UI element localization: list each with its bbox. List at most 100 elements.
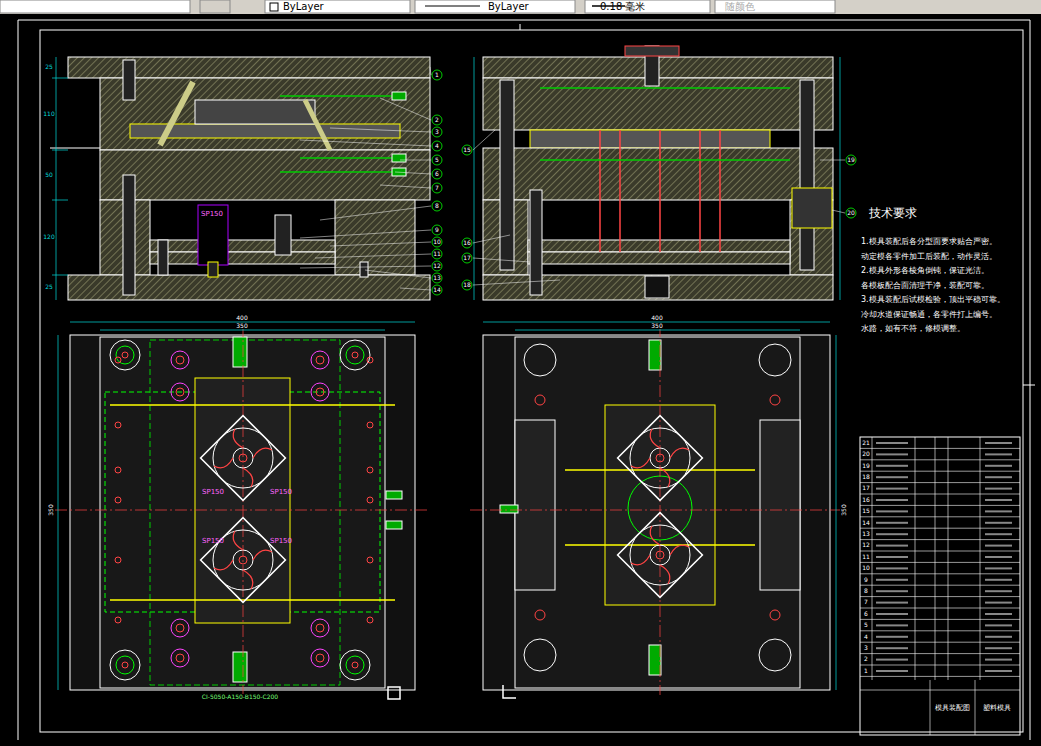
insert-outline <box>195 378 290 623</box>
table-row-line <box>860 448 1020 449</box>
callout-number: 4 <box>435 143 439 149</box>
core-plate <box>100 150 430 200</box>
table-cell: 7 <box>864 599 868 605</box>
dimension-tick <box>52 200 68 201</box>
callout-number: 8 <box>435 203 439 209</box>
bottom-clamp-plate <box>68 275 430 300</box>
combo-box <box>0 0 190 13</box>
leader-line <box>380 98 431 120</box>
table-cell-fill <box>985 602 1012 604</box>
leader-line <box>330 242 431 246</box>
left-plan-clamp <box>70 335 415 690</box>
fan-blade <box>650 526 660 545</box>
callout-circle <box>462 145 472 155</box>
water-nipple <box>386 491 402 499</box>
ejector-pin <box>659 130 661 252</box>
leader-line <box>380 185 431 188</box>
table-cell-fill <box>876 659 908 661</box>
screw-hole <box>311 649 329 667</box>
fan-blade <box>253 448 272 458</box>
frame-line <box>18 20 1030 21</box>
locating-ring <box>625 46 679 56</box>
table-cell: 4 <box>864 634 868 640</box>
toolbar-text: ByLayer <box>283 2 324 12</box>
guide-pillar <box>500 80 514 270</box>
dimension-line <box>836 335 837 690</box>
cooling-line <box>280 171 400 173</box>
fan-ring <box>630 428 690 488</box>
callout-circle <box>432 127 442 137</box>
leader-line <box>400 160 431 161</box>
dimension-tick <box>52 150 68 151</box>
table-cell-fill <box>985 556 1012 558</box>
table-row-line <box>860 608 1020 609</box>
callout-number: 12 <box>433 263 441 269</box>
table-cell: 9 <box>864 577 868 583</box>
cooling-line <box>540 87 790 89</box>
drawing-border <box>40 30 1023 732</box>
view-mark <box>503 685 516 698</box>
guide-pillar-hole <box>759 344 791 376</box>
dimension-line <box>56 57 57 300</box>
toolbar-text: ByLayer <box>488 2 529 12</box>
pin-hole <box>535 395 545 405</box>
center-line <box>470 510 840 511</box>
callout-circle <box>846 208 856 218</box>
table-col-line <box>948 437 949 680</box>
ejector-pin <box>699 130 701 252</box>
leader-line <box>430 67 431 75</box>
water-nipple <box>233 337 247 367</box>
table-cell-fill <box>985 636 1012 638</box>
callout-number: 5 <box>435 157 439 163</box>
table-cell: 17 <box>862 485 870 491</box>
fan-hub <box>233 550 253 570</box>
screw-hole <box>176 654 184 662</box>
callout-number: 18 <box>463 282 471 288</box>
table-cell: 6 <box>864 611 868 617</box>
knockout-hole <box>645 276 669 298</box>
callout-number: 14 <box>433 287 441 293</box>
screw-hole <box>311 351 329 369</box>
table-cell: 5 <box>864 622 868 628</box>
fan-blade <box>670 545 689 555</box>
guide-bush <box>346 656 364 674</box>
fan-hub <box>650 545 670 565</box>
table-row-line <box>860 676 1020 677</box>
table-cell: 12 <box>862 542 870 548</box>
cooling-line <box>110 599 395 601</box>
combo-box <box>715 0 835 13</box>
pin-hole <box>367 557 373 563</box>
table-cell-fill <box>876 624 908 626</box>
guide-bush <box>110 650 140 680</box>
table-cell-fill <box>876 453 908 455</box>
frame-tick <box>1023 385 1035 386</box>
color-swatch <box>270 3 278 11</box>
table-row-line <box>860 494 1020 495</box>
table-cell-fill <box>985 510 1012 512</box>
screw <box>158 240 168 275</box>
linetype-sample <box>425 6 480 7</box>
callout-circle <box>462 253 472 263</box>
callout-circle <box>432 115 442 125</box>
table-cell-fill <box>985 590 1012 592</box>
table-cell-fill <box>985 453 1012 455</box>
view-mark <box>388 687 400 699</box>
pin-hole <box>770 395 780 405</box>
callout-number: 11 <box>433 251 441 257</box>
table-cell: 2 <box>864 656 868 662</box>
leader-line <box>300 230 431 238</box>
table-cell: 10 <box>862 565 870 571</box>
table-cell: 11 <box>862 554 870 560</box>
screw <box>360 262 368 277</box>
pin-hole <box>367 617 373 623</box>
screw-hole <box>311 619 329 637</box>
callout-number: 1 <box>435 72 439 78</box>
leader-line <box>832 210 845 213</box>
ejector-plate <box>528 252 790 264</box>
note-text: 2.模具外形各棱角倒钝，保证光洁。 <box>861 267 989 275</box>
return-pin <box>123 175 135 295</box>
callout-number: 19 <box>847 157 855 163</box>
table-cell-fill <box>985 613 1012 615</box>
